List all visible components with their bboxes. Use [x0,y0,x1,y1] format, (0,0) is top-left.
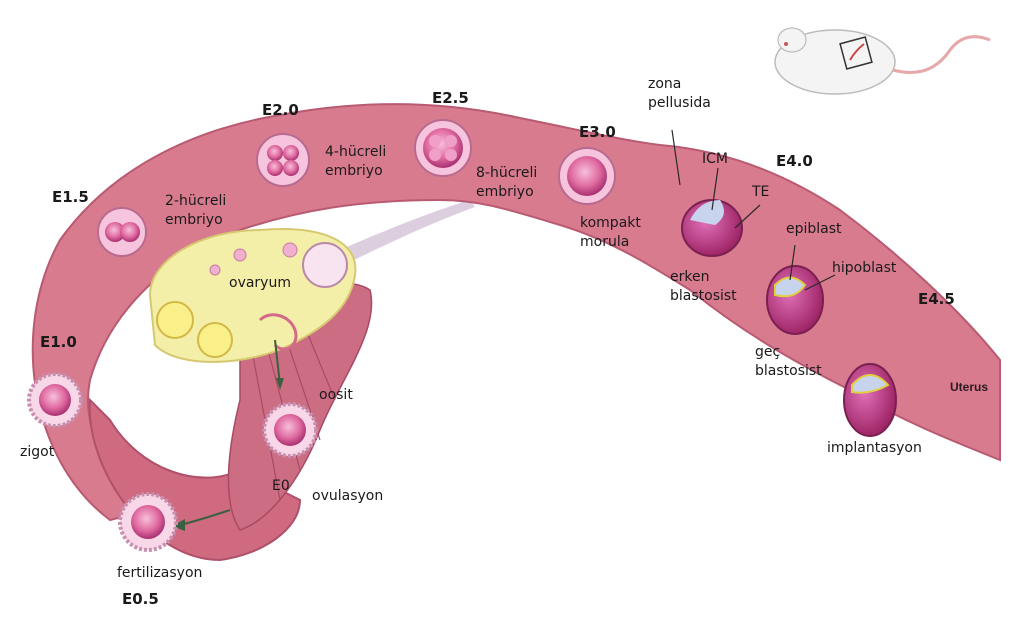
label-epiblast: epiblast [786,220,842,239]
oocyte-cell [264,404,316,456]
four-cell-embryo [257,134,309,186]
label-fertilization: fertilizasyon [117,564,202,583]
eight-cell-embryo [415,120,471,176]
two-cell-embryo [98,208,146,256]
label-8-cell: 8-hücreli embriyo [476,164,537,202]
label-uterus: Uterus [950,380,988,394]
stage-e2-0: E2.0 [262,101,299,119]
fertilization-cell [120,494,176,550]
stage-e1-0: E1.0 [40,333,77,351]
label-4-cell: 4-hücreli embriyo [325,143,386,181]
stage-e4-5: E4.5 [918,290,955,308]
stage-e1-5: E1.5 [52,188,89,206]
label-late-blastocyst: geç blastosist [755,343,822,381]
stage-e0: E0 [272,477,290,496]
label-ovulation: ovulasyon [312,487,383,506]
label-implantation: implantasyon [827,439,922,458]
label-zygote: zigot [20,443,54,462]
late-blastocyst [767,266,823,334]
label-morula: kompakt morula [580,214,641,252]
label-zona-pellucida: zona pellusida [648,75,711,113]
stage-e4-0: E4.0 [776,152,813,170]
mouse-icon [775,28,990,94]
zygote-cell [29,374,81,426]
label-te: TE [752,183,769,202]
label-early-blastocyst: erken blastosist [670,268,737,306]
ligament [340,200,475,262]
label-2-cell: 2-hücreli embriyo [165,192,226,230]
implantation-embryo [844,364,896,436]
label-oocyte: oosit [319,386,353,405]
stage-e3-0: E3.0 [579,123,616,141]
stage-e0-5: E0.5 [122,590,159,608]
label-icm: ICM [702,150,728,169]
label-ovary: ovaryum [229,274,291,293]
stage-e2-5: E2.5 [432,89,469,107]
label-hypoblast: hipoblast [832,259,896,278]
morula-cell [559,148,615,204]
